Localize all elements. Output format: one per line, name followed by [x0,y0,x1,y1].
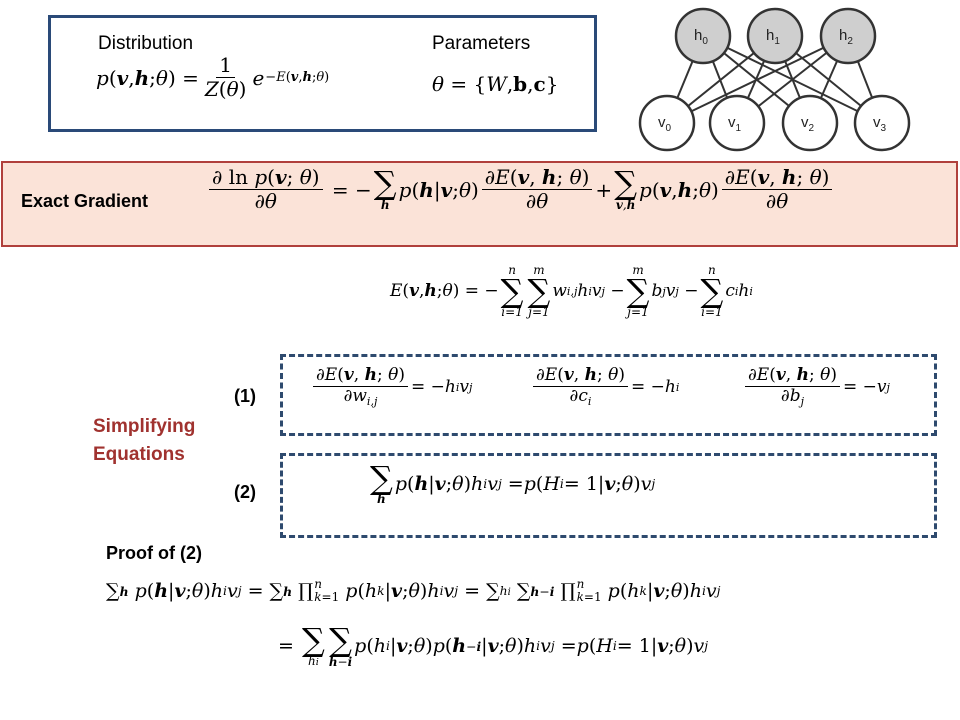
visible-node-v1 [708,94,766,152]
rbm-network-diagram: h0 h1 h2 v0 v1 v2 v3 [638,7,911,152]
hidden-node-h2 [819,7,877,65]
visible-node-v2 [781,94,839,152]
exact-gradient-formula: ∂ ln p(v; θ)∂θ = − ∑h p(h|v; θ) ∂E(v, h;… [206,166,835,213]
distribution-label: Distribution [98,33,194,54]
hidden-nodes [674,7,877,65]
equation-2-box [280,453,937,538]
definition-box [48,15,597,132]
visible-nodes [638,94,911,152]
proof-title: Proof of (2) [106,543,202,563]
simplifying-label-line2: Equations [93,444,185,465]
simplifying-label-line1: Simplifying [93,416,196,437]
exact-gradient-label: Exact Gradient [21,191,149,211]
simplifying-equations-label: Simplifying Equations [93,413,195,469]
hidden-node-h1 [746,7,804,65]
exact-gradient-band [1,161,958,247]
equation-1-box [280,354,937,436]
hidden-node-h0 [674,7,732,65]
visible-node-v3 [853,94,911,152]
visible-node-v0 [638,94,696,152]
parameters-formula: θ = {W, b, c} [432,72,559,96]
parameters-label: Parameters [432,33,531,54]
equation-1-tag: (1) [234,386,256,406]
equation-2-tag: (2) [234,482,256,502]
